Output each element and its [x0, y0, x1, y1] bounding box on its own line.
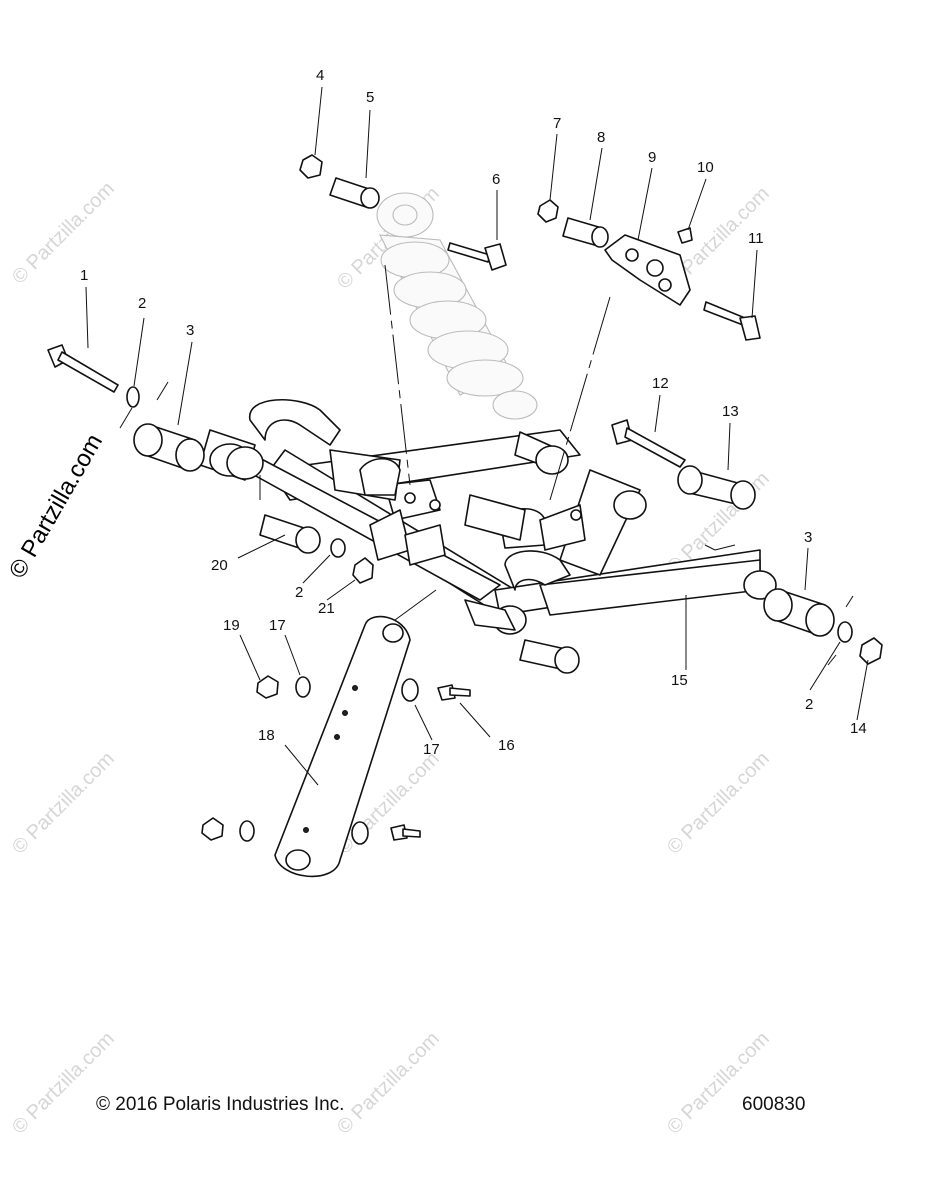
washer-2 — [126, 386, 140, 408]
callout-10: 10 — [697, 159, 714, 176]
callout-17a: 17 — [269, 617, 286, 634]
callout-2c: 2 — [805, 696, 813, 713]
watermark: © Partzilla.com — [8, 748, 119, 859]
shock-hardware-left — [299, 154, 507, 271]
bolt-1 — [47, 344, 119, 393]
bushing-lower — [519, 639, 580, 674]
link-hardware-upper — [256, 675, 471, 702]
a-arm — [199, 398, 777, 635]
callout-4: 4 — [316, 67, 324, 84]
callout-17b: 17 — [423, 741, 440, 758]
callout-7: 7 — [553, 115, 561, 132]
bushing-20 — [259, 514, 321, 554]
callout-1: 1 — [80, 267, 88, 284]
callout-15: 15 — [671, 672, 688, 689]
leader-lines — [85, 86, 869, 786]
callout-19: 19 — [223, 617, 240, 634]
link-18 — [274, 615, 411, 878]
bushing-left — [133, 423, 205, 472]
watermark: © Partzilla.com — [663, 1028, 774, 1139]
callout-8: 8 — [597, 129, 605, 146]
callout-18: 18 — [258, 727, 275, 744]
callout-2: 2 — [138, 295, 146, 312]
callout-3b: 3 — [804, 529, 812, 546]
callout-6: 6 — [492, 171, 500, 188]
washer-2-mid — [330, 538, 346, 558]
callout-9: 9 — [648, 149, 656, 166]
callout-16: 16 — [498, 737, 515, 754]
watermark: © Partzilla.com — [663, 748, 774, 859]
callout-3: 3 — [186, 322, 194, 339]
callout-11: 11 — [748, 230, 764, 247]
callouts: 1 2 3 4 5 6 7 8 9 10 11 12 13 3 20 2 21 … — [80, 67, 867, 758]
callout-12: 12 — [652, 375, 669, 392]
watermark: © Partzilla.com — [333, 1028, 444, 1139]
bolt-12 — [611, 419, 686, 468]
watermark-large: © Partzilla.com — [4, 429, 108, 583]
shock-absorber — [376, 192, 538, 420]
callout-14: 14 — [850, 720, 867, 737]
watermark: © Partzilla.com — [8, 1028, 119, 1139]
callout-13: 13 — [722, 403, 739, 420]
bushing-13 — [677, 465, 756, 510]
washer-2-right — [837, 621, 853, 643]
diagram-number: 600830 — [742, 1094, 805, 1115]
bushing-right — [763, 588, 835, 637]
copyright-text: © 2016 Polaris Industries Inc. — [96, 1094, 344, 1115]
nut-21 — [352, 557, 374, 584]
callout-5: 5 — [366, 89, 374, 106]
link-hardware-lower — [201, 817, 421, 845]
callout-20: 20 — [211, 557, 228, 574]
watermark: © Partzilla.com — [8, 178, 119, 289]
footer: © 2016 Polaris Industries Inc. 600830 — [96, 1094, 805, 1115]
shock-hardware-right — [537, 199, 761, 341]
callout-2b: 2 — [295, 584, 303, 601]
nut-14 — [859, 637, 883, 665]
callout-21: 21 — [318, 600, 335, 617]
